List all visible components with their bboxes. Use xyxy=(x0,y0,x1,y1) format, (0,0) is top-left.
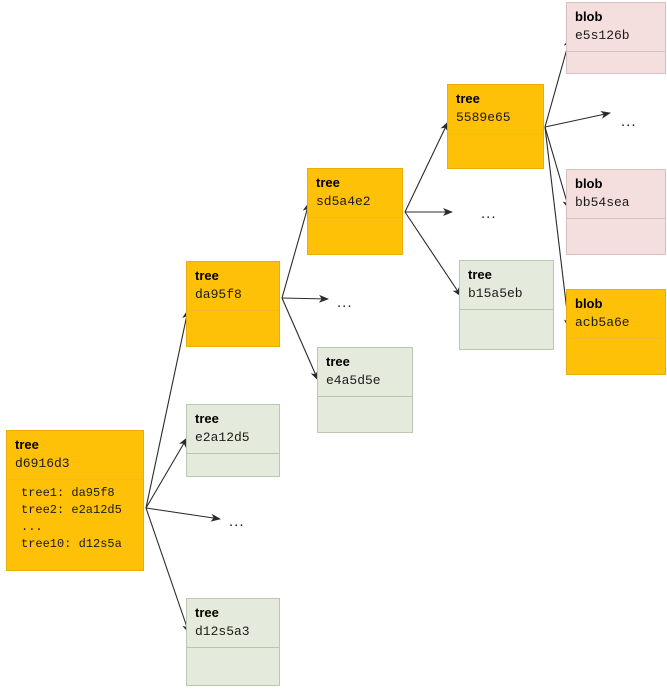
node-header: blob bb54sea xyxy=(567,170,665,218)
node-header: blob e5s126b xyxy=(567,3,665,51)
node-hash-label: 5589e65 xyxy=(456,110,511,125)
node-entries xyxy=(187,648,279,685)
node-tree-d6916d3[interactable]: tree d6916d3 tree1: da95f8 tree2: e2a12d5..… xyxy=(6,430,144,571)
ellipsis-5589e65: ... xyxy=(621,113,637,130)
node-entries xyxy=(318,397,412,432)
edge-sd5a4e2-to-b15a5eb xyxy=(404,211,462,297)
node-divider xyxy=(187,453,279,454)
node-entry: ... xyxy=(21,520,43,534)
node-entries: tree1: da95f8 tree2: e2a12d5... tree10: d1… xyxy=(7,480,143,570)
node-header: tree d6916d3 xyxy=(7,431,143,479)
node-header: tree 5589e65 xyxy=(448,85,543,133)
node-kind-label: tree xyxy=(15,437,39,452)
ellipsis-da95f8: ... xyxy=(337,294,353,311)
node-header: tree b15a5eb xyxy=(460,261,553,309)
node-divider xyxy=(187,310,279,311)
node-hash-label: d6916d3 xyxy=(15,456,70,471)
edge-da95f8-to-e4a5d5e xyxy=(281,297,319,381)
node-kind-label: blob xyxy=(575,296,603,311)
node-blob-e5s126b[interactable]: blob e5s126b xyxy=(566,2,666,74)
node-hash-label: e5s126b xyxy=(575,28,630,43)
node-header: tree e2a12d5 xyxy=(187,405,279,453)
node-tree-b15a5eb[interactable]: tree b15a5eb xyxy=(459,260,554,350)
edge-da95f8-to-ellipsis-da95f8 xyxy=(281,294,329,303)
node-header: tree d12s5a3 xyxy=(187,599,279,647)
node-divider xyxy=(448,133,543,134)
node-entries xyxy=(460,310,553,349)
edge-5589e65-to-ellipsis-5589e65 xyxy=(544,110,611,128)
node-divider xyxy=(308,217,402,218)
node-entries xyxy=(187,311,279,346)
node-kind-label: tree xyxy=(195,411,219,426)
node-tree-da95f8[interactable]: tree da95f8 xyxy=(186,261,280,347)
node-divider xyxy=(567,218,665,219)
node-header: tree e4a5d5e xyxy=(318,348,412,396)
edge-sd5a4e2-to-5589e65 xyxy=(404,121,449,213)
node-kind-label: blob xyxy=(575,176,603,191)
node-hash-label: b15a5eb xyxy=(468,286,523,301)
node-hash-label: bb54sea xyxy=(575,195,630,210)
edge-root-to-da95f8 xyxy=(145,309,191,509)
node-blob-acb5a6e[interactable]: blob acb5a6e xyxy=(566,289,666,375)
node-entries xyxy=(567,52,665,73)
node-tree-e2a12d5[interactable]: tree e2a12d5 xyxy=(186,404,280,477)
node-kind-label: tree xyxy=(468,267,492,282)
node-hash-label: acb5a6e xyxy=(575,315,630,330)
node-divider xyxy=(460,309,553,310)
node-entries xyxy=(448,134,543,168)
node-divider xyxy=(567,51,665,52)
node-divider xyxy=(318,396,412,397)
node-hash-label: e4a5d5e xyxy=(326,373,381,388)
node-divider xyxy=(187,647,279,648)
node-kind-label: tree xyxy=(195,605,219,620)
edge-root-to-ellipsis-root xyxy=(145,507,221,522)
ellipsis-root: ... xyxy=(229,513,245,530)
node-header: blob acb5a6e xyxy=(567,290,665,338)
node-entry: tree1: da95f8 xyxy=(21,486,115,500)
node-kind-label: blob xyxy=(575,9,603,24)
node-tree-d12s5a3[interactable]: tree d12s5a3 xyxy=(186,598,280,686)
node-entry: tree10: d12s5a xyxy=(21,537,122,551)
edge-root-to-d12s5a3 xyxy=(145,507,190,634)
node-hash-label: sd5a4e2 xyxy=(316,194,371,209)
edge-root-to-e2a12d5 xyxy=(145,437,188,509)
node-hash-label: d12s5a3 xyxy=(195,624,250,639)
node-divider xyxy=(567,338,665,339)
node-hash-label: e2a12d5 xyxy=(195,430,250,445)
node-tree-e4a5d5e[interactable]: tree e4a5d5e xyxy=(317,347,413,433)
node-tree-sd5a4e2[interactable]: tree sd5a4e2 xyxy=(307,168,403,255)
node-kind-label: tree xyxy=(316,175,340,190)
node-hash-label: da95f8 xyxy=(195,287,242,302)
node-entries xyxy=(187,454,279,476)
edge-da95f8-to-sd5a4e2 xyxy=(281,202,311,299)
node-header: tree da95f8 xyxy=(187,262,279,310)
node-entries xyxy=(567,219,665,254)
node-kind-label: tree xyxy=(326,354,350,369)
node-entries xyxy=(308,218,402,254)
node-kind-label: tree xyxy=(456,91,480,106)
node-entry: tree2: e2a12d5 xyxy=(21,503,122,517)
node-kind-label: tree xyxy=(195,268,219,283)
ellipsis-sd5a4e2: ... xyxy=(481,205,497,222)
node-tree-5589e65[interactable]: tree 5589e65 xyxy=(447,84,544,169)
node-entries xyxy=(567,339,665,374)
node-blob-bb54sea[interactable]: blob bb54sea xyxy=(566,169,666,255)
node-divider xyxy=(7,479,143,480)
node-header: tree sd5a4e2 xyxy=(308,169,402,217)
